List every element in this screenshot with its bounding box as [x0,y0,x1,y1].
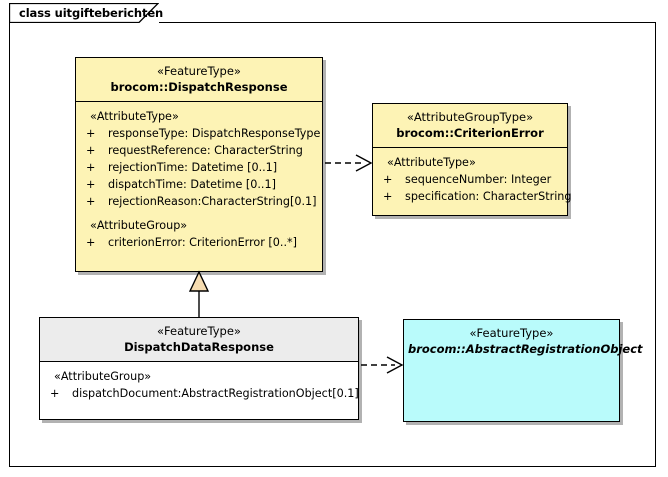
attribute-visibility: + [86,236,96,249]
class-box-abstract-registration-object[interactable]: «FeatureType» brocom::AbstractRegistrati… [403,319,643,422]
class-header-criterion-error: «AttributeGroupType» brocom::CriterionEr… [373,104,567,148]
class-box-dispatch-response[interactable]: «FeatureType» brocom::DispatchResponse «… [75,57,323,272]
attribute-text: requestReference: CharacterString [108,144,303,157]
class-body-criterion-error: «AttributeType» + sequenceNumber: Intege… [373,148,572,211]
attribute-text: dispatchTime: Datetime [0..1] [108,178,276,191]
attribute-row: + specification: CharacterString [373,188,572,205]
attribute-text: rejectionTime: Datetime [0..1] [108,161,278,174]
class-body-dispatch-data-response: «AttributeGroup» + dispatchDocument:Abst… [40,362,359,408]
attribute-row: + requestReference: CharacterString [76,142,318,159]
class-header-dispatch-response: «FeatureType» brocom::DispatchResponse [76,58,322,102]
attribute-visibility: + [383,190,393,203]
attribute-text: criterionError: CriterionError [0..*] [108,236,297,249]
compartment-group-label: «AttributeGroup» [54,370,152,383]
diagram-frame-tab[interactable]: class uitgifteberichten [9,3,163,23]
compartment-group-label: «AttributeType» [90,110,179,123]
attribute-row: + dispatchDocument:AbstractRegistrationO… [40,385,359,402]
class-box-dispatch-data-response[interactable]: «FeatureType» DispatchDataResponse «Attr… [39,317,359,420]
attribute-visibility: + [86,127,96,140]
class-header-abstract-registration-object: «FeatureType» brocom::AbstractRegistrati… [404,320,643,363]
attribute-visibility: + [383,173,393,186]
compartment-spacer [76,210,318,217]
attribute-text: rejectionReason:CharacterString[0.1] [108,195,317,208]
diagram-title: class uitgifteberichten [19,6,164,20]
attribute-row: + dispatchTime: Datetime [0..1] [76,176,318,193]
attribute-text: responseType: DispatchResponseType [108,127,321,140]
attribute-text: dispatchDocument:AbstractRegistrationObj… [72,387,359,400]
attribute-row: + responseType: DispatchResponseType [76,125,321,142]
frame-tab-shape [9,3,159,23]
attribute-row: + sequenceNumber: Integer [373,171,563,188]
class-name: brocom::CriterionError [396,126,544,140]
attribute-row: + criterionError: CriterionError [0..*] [76,234,318,251]
attribute-visibility: + [86,161,96,174]
compartment-group-label: «AttributeType» [387,156,476,169]
class-stereotype: «FeatureType» [157,324,241,338]
class-header-dispatch-data-response: «FeatureType» DispatchDataResponse [40,318,358,362]
attribute-row: + rejectionTime: Datetime [0..1] [76,159,318,176]
class-body-dispatch-response: «AttributeType» + responseType: Dispatch… [76,102,322,257]
class-name: brocom::AbstractRegistrationObject [408,342,643,356]
class-name: DispatchDataResponse [124,340,274,354]
class-stereotype: «FeatureType» [157,64,241,78]
diagram-frame-border [9,22,656,467]
attribute-text: sequenceNumber: Integer [405,173,552,186]
attribute-visibility: + [50,387,60,400]
compartment-group-label: «AttributeGroup» [90,219,188,232]
attribute-visibility: + [86,178,96,191]
attribute-row: + rejectionReason:CharacterString[0.1] [76,193,318,210]
class-name: brocom::DispatchResponse [110,80,288,94]
class-stereotype: «AttributeGroupType» [406,110,534,124]
class-body-abstract-registration-object [404,363,619,375]
class-box-criterion-error[interactable]: «AttributeGroupType» brocom::CriterionEr… [372,103,572,216]
class-stereotype: «FeatureType» [469,326,554,340]
attribute-visibility: + [86,195,96,208]
attribute-visibility: + [86,144,96,157]
attribute-text: specification: CharacterString [405,190,572,203]
